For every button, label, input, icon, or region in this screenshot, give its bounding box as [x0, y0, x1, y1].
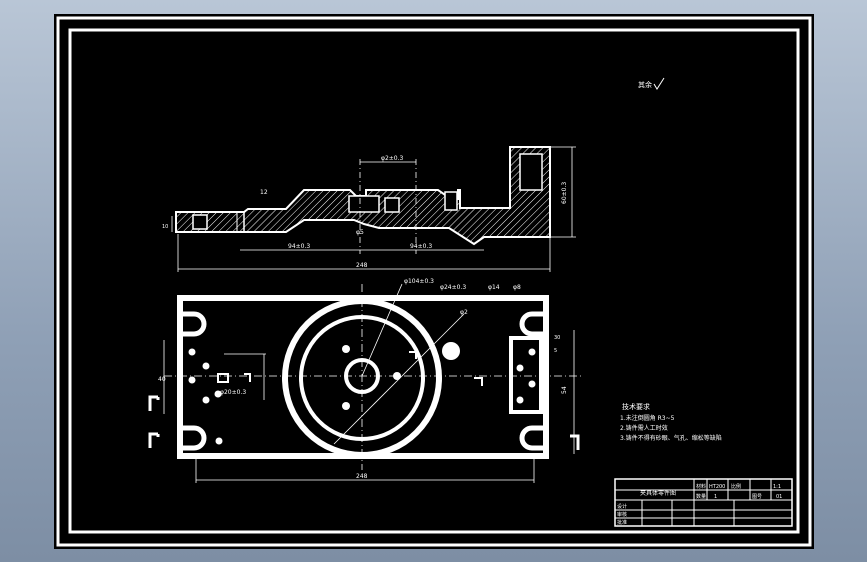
left-hole — [215, 437, 223, 445]
title-block — [614, 478, 793, 527]
qty-value: 1 — [714, 494, 717, 500]
slot-bottom-left — [180, 425, 207, 451]
notes-title: 技术要求 — [622, 402, 650, 411]
cad-viewport[interactable]: 其余 φ2±0.3 12 60±0.3 10 φ5 94±0.3 94±0.3 … — [54, 14, 814, 549]
notes-line-2: 2.铸件需人工时效 — [620, 424, 668, 432]
left-slot — [217, 373, 229, 383]
pocket-left — [192, 214, 208, 230]
right-hole — [516, 364, 524, 372]
dim-left-thick: 10 — [162, 224, 168, 230]
inner-border — [68, 28, 800, 534]
leader-line — [361, 283, 403, 377]
slot-top-left — [180, 311, 207, 337]
approver-label: 批准 — [617, 519, 627, 526]
outer-bracket — [148, 432, 160, 448]
scale-value: 1:1 — [773, 484, 781, 490]
material-value: HT200 — [709, 484, 725, 490]
l-bracket — [474, 377, 483, 386]
leader-line — [333, 313, 465, 445]
scale-label: 比例 — [731, 483, 741, 490]
dim-right-1: 30 — [554, 335, 560, 341]
part-name: 夹具体零件图 — [640, 489, 676, 497]
l-bracket — [244, 373, 251, 382]
checker-label: 审核 — [617, 511, 627, 518]
dim-center-dia: φ104±0.3 — [404, 278, 434, 285]
boss-hole — [442, 342, 460, 360]
right-hole — [528, 348, 536, 356]
dim-hole-dia: φ24±0.3 — [440, 284, 466, 291]
pocket-upright — [519, 153, 543, 191]
dim-bottom-left: 94±0.3 — [288, 243, 310, 250]
material-label: 材料 — [696, 483, 706, 490]
sheet-value: 01 — [776, 494, 782, 500]
roughness-symbol-icon — [653, 77, 665, 90]
dim-top-left: 12 — [260, 189, 268, 196]
qty-label: 数量 — [696, 493, 706, 500]
slot-top-right — [519, 311, 546, 337]
dim-right-height: 54 — [561, 386, 568, 394]
dim-r: φ2 — [460, 309, 468, 316]
dim-top-center: φ2±0.3 — [381, 155, 404, 162]
left-hole — [188, 376, 196, 384]
outer-bracket — [570, 434, 580, 450]
outer-border — [56, 16, 812, 547]
pin-hole — [342, 402, 350, 410]
technical-notes: 技术要求 1.未注倒圆角 R3~5 2.铸件需人工时效 3.铸件不得有砂眼、气孔… — [620, 402, 722, 442]
right-block — [509, 336, 543, 414]
pin-hole — [342, 345, 350, 353]
base-plate-outline — [177, 295, 549, 459]
dim-b: φ8 — [513, 284, 521, 291]
designer-label: 设计 — [617, 503, 627, 510]
pocket-center — [348, 195, 380, 213]
drawing-sheet: 其余 φ2±0.3 12 60±0.3 10 φ5 94±0.3 94±0.3 … — [56, 16, 812, 547]
left-hole — [202, 396, 210, 404]
pocket-bore — [384, 197, 400, 213]
sheet-label: 图号 — [752, 494, 762, 500]
section-outline — [175, 146, 551, 246]
right-hole — [516, 396, 524, 404]
left-hole — [202, 362, 210, 370]
dim-bottom-right: 94±0.3 — [410, 243, 432, 250]
pocket-right — [444, 191, 458, 211]
slot-bottom-right — [519, 425, 546, 451]
left-hole — [188, 348, 196, 356]
plan-view: φ104±0.3 φ24±0.3 φ14 φ8 φ2 40 φ20±0.3 30… — [148, 278, 582, 483]
dim-plan-overall: 248 — [356, 473, 368, 480]
right-hole — [528, 380, 536, 388]
notes-line-1: 1.未注倒圆角 R3~5 — [620, 414, 675, 422]
section-view: φ2±0.3 12 60±0.3 10 φ5 94±0.3 94±0.3 248 — [162, 146, 576, 272]
dim-center-bore: φ5 — [356, 229, 364, 236]
dim-left-small: φ20±0.3 — [220, 389, 246, 396]
outer-bracket — [148, 395, 160, 411]
dim-left-height: 40 — [158, 376, 166, 383]
l-bracket — [409, 351, 417, 359]
dim-right-height: 60±0.3 — [561, 182, 568, 204]
notes-line-3: 3.铸件不得有砂眼、气孔、缩松等缺陷 — [620, 434, 722, 442]
roughness-label: 其余 — [638, 80, 652, 89]
dim-a: φ14 — [488, 284, 500, 291]
dim-overall-length: 248 — [356, 262, 368, 269]
dim-right-2: 5 — [554, 348, 557, 354]
left-hole — [214, 390, 222, 398]
